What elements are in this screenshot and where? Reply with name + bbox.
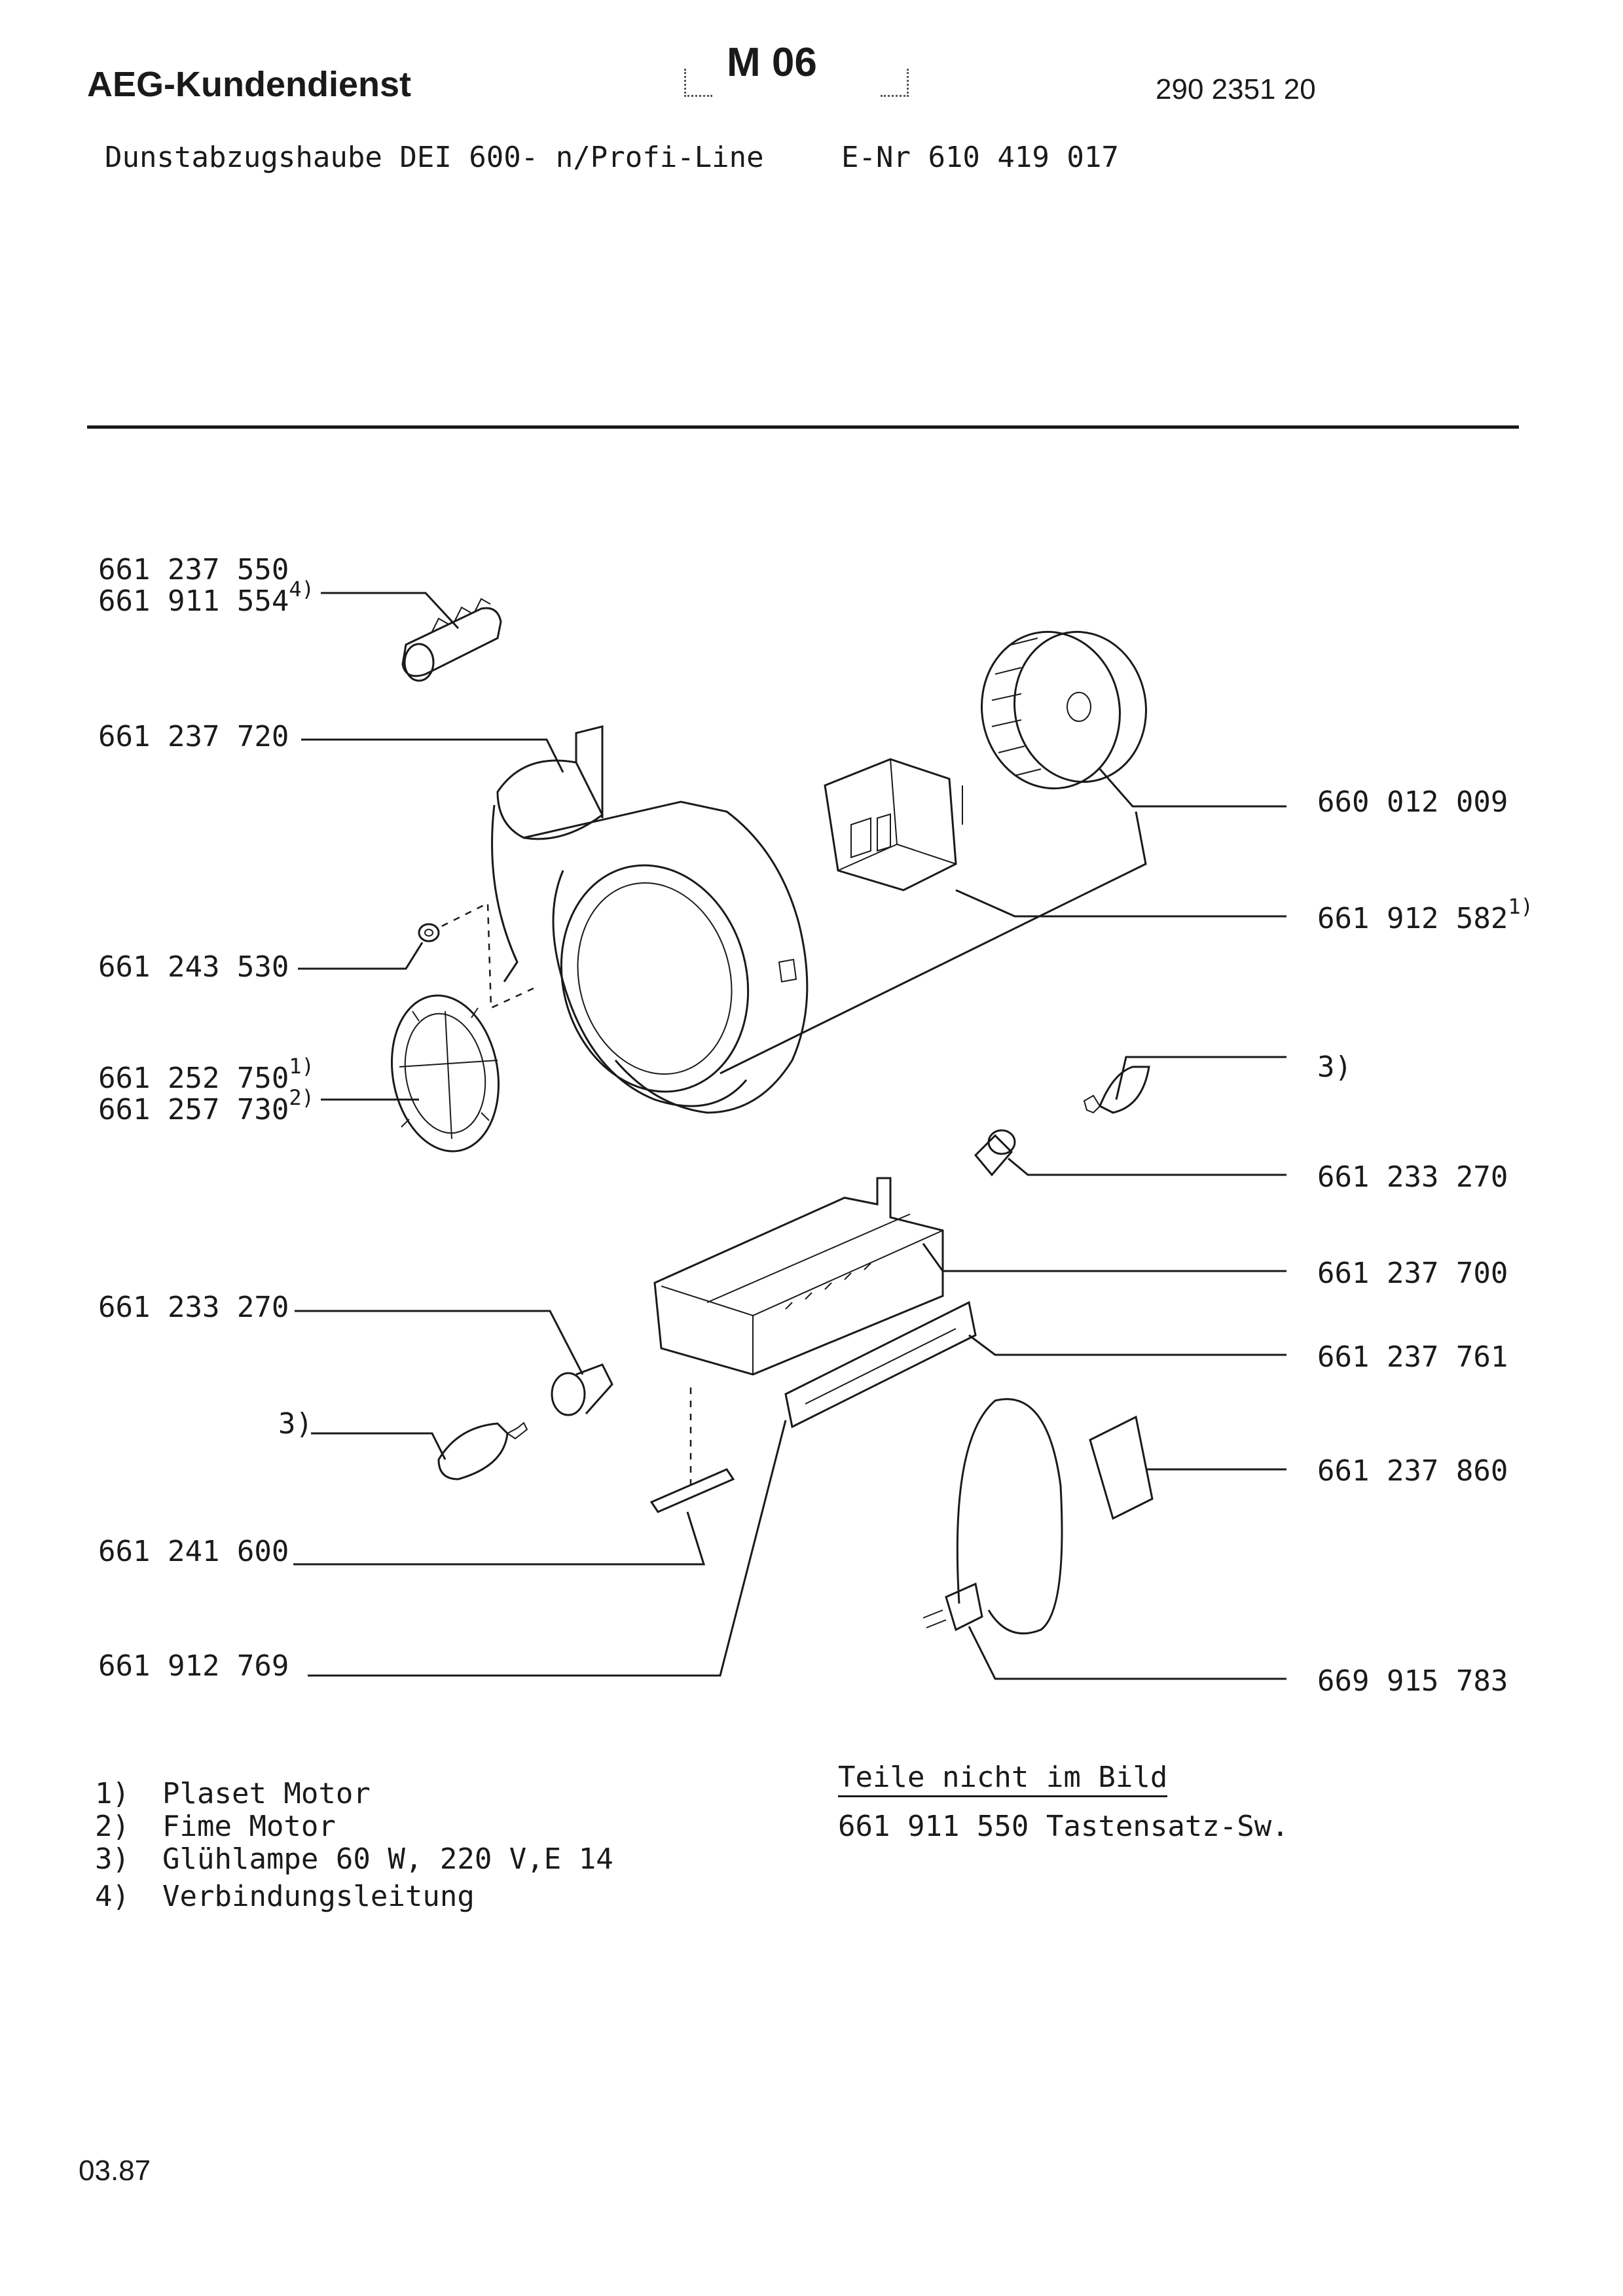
- note-number: 1): [95, 1777, 130, 1810]
- control-panel-part: [784, 1300, 977, 1429]
- blower-housing-part: [491, 725, 809, 1114]
- chassis-frame-part: [653, 1177, 944, 1376]
- model-bracket-left: [684, 69, 712, 97]
- part-number-motor-plate-b: 661 257 7302): [98, 1085, 314, 1126]
- enr-number: E-Nr 610 419 017: [841, 141, 1119, 174]
- header-rule: [87, 425, 1519, 429]
- part-number-grommet: 661 243 530: [98, 950, 289, 984]
- part-number-motor-plate-b-ref: 2): [289, 1085, 314, 1110]
- bracket-clip-part: [649, 1388, 735, 1513]
- note-number: 2): [95, 1810, 130, 1843]
- fan-wheel-part: [981, 630, 1147, 790]
- doc-number: 290 2351 20: [1156, 73, 1316, 105]
- note-number: 3): [95, 1842, 130, 1876]
- note-number: 4): [95, 1880, 130, 1913]
- part-number-motor-plate-a-ref: 1): [289, 1054, 314, 1079]
- note-text: Verbindungsleitung: [162, 1880, 475, 1913]
- grommet-part: [418, 902, 534, 1009]
- connecting-lead-part: [401, 598, 502, 682]
- note-text: Fime Motor: [162, 1810, 336, 1843]
- part-ref-lamp-left: 3): [278, 1407, 313, 1441]
- part-number-motor: 661 912 5821): [1317, 894, 1533, 935]
- part-number-lamp-holder-right: 661 233 270: [1317, 1160, 1508, 1194]
- motor-plate-part: [391, 994, 500, 1153]
- not-shown-item: 661 911 550 Tastensatz-Sw.: [838, 1810, 1289, 1843]
- power-cable-part: [922, 1398, 1154, 1635]
- model-code: M 06: [727, 40, 817, 85]
- leader-lines: [293, 592, 1286, 1680]
- part-number-power-cable: 669 915 783: [1317, 1664, 1508, 1698]
- part-number-motor-plate-a: 661 252 7501): [98, 1054, 314, 1095]
- motor-part: [824, 758, 963, 891]
- part-number-cable-b: 661 911 5544): [98, 577, 314, 618]
- part-number-chassis: 661 237 700: [1317, 1257, 1508, 1290]
- part-number-cable-b-value: 661 911 554: [98, 584, 289, 618]
- part-number-housing: 661 237 720: [98, 720, 289, 753]
- lamp-holder-right-part: [974, 1129, 1016, 1177]
- lamp-left-part: [437, 1422, 528, 1480]
- part-number-motor-plate-a-value: 661 252 750: [98, 1062, 289, 1095]
- not-shown-heading: Teile nicht im Bild: [838, 1761, 1168, 1797]
- lamp-holder-left-part: [551, 1363, 613, 1416]
- model-bracket-right: [881, 69, 909, 97]
- part-number-lamp-holder-left: 661 233 270: [98, 1291, 289, 1324]
- brand-title: AEG-Kundendienst: [87, 65, 411, 104]
- part-number-bracket: 661 241 600: [98, 1535, 289, 1568]
- note-text: Plaset Motor: [162, 1777, 371, 1810]
- part-number-fan-wheel: 660 012 009: [1317, 785, 1508, 819]
- part-number-motor-value: 661 912 582: [1317, 902, 1508, 935]
- part-number-panel: 661 912 769: [98, 1649, 289, 1683]
- part-number-motor-ref: 1): [1508, 894, 1533, 919]
- part-number-cable-a: 661 237 550: [98, 553, 289, 586]
- product-name: Dunstabzugshaube DEI 600- n/Profi-Line: [105, 141, 764, 174]
- part-number-cable-b-ref: 4): [289, 577, 314, 601]
- note-text: Glühlampe 60 W, 220 V,E 14: [162, 1842, 613, 1876]
- part-ref-lamp-right: 3): [1317, 1050, 1352, 1084]
- revision-date: 03.87: [79, 2155, 151, 2187]
- part-number-control-panel: 661 237 761: [1317, 1340, 1508, 1374]
- part-number-motor-plate-b-value: 661 257 730: [98, 1093, 289, 1126]
- part-number-connector-box: 661 237 860: [1317, 1454, 1508, 1488]
- lamp-right-part: [1083, 1066, 1150, 1114]
